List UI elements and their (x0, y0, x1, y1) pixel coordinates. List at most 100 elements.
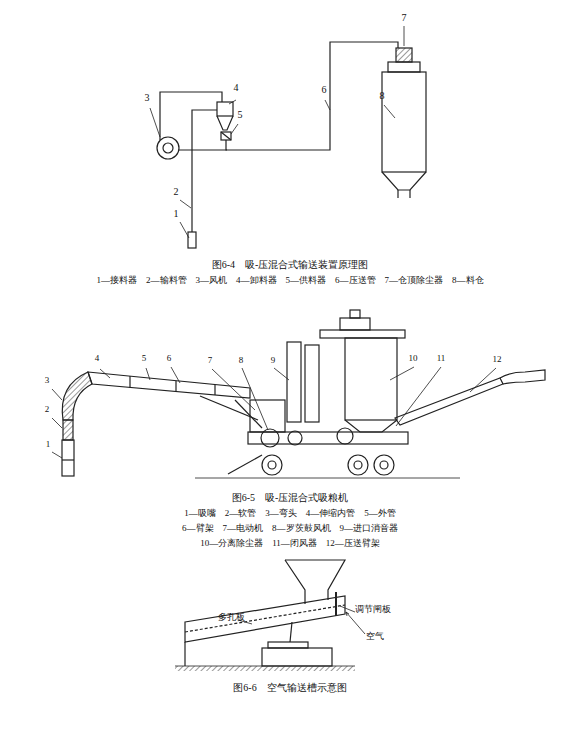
figure-6-5-part (63, 420, 73, 440)
leader-line-part (146, 368, 150, 380)
figure-6-5-part (62, 372, 92, 420)
figure-6-5-part (248, 432, 408, 444)
callout-number: 6 (322, 84, 327, 96)
figure-6-4-part (192, 110, 217, 232)
figure-6-5-part (129, 376, 130, 388)
leader-line-part (231, 124, 238, 134)
figure-6-5-part (354, 461, 362, 469)
leader-line-part (52, 418, 62, 428)
leader-line-part (171, 367, 180, 383)
figure-6-5-part (88, 372, 250, 398)
caption-text: 10—分离除尘器 11—闭风器 12—压送臂架 (200, 538, 380, 548)
leader-line (52, 367, 496, 458)
figure-6-4-part (221, 132, 231, 140)
figure-6-5-part (62, 440, 74, 476)
figure-6-5-part (345, 420, 397, 432)
figure-6-6-part (335, 592, 337, 616)
callout-number: 9 (271, 355, 276, 365)
leader-line-part (150, 108, 160, 137)
figure-6-4-part (382, 72, 426, 172)
figure-6-5-part (228, 455, 262, 474)
figure-6-4-part (160, 92, 222, 140)
caption-text: 6—臂架 7—电动机 8—罗茨鼓风机 9—进口消音器 (182, 523, 398, 533)
figure-6-5-part (350, 310, 360, 318)
callout-number: 8 (380, 90, 385, 102)
part-label: 多孔板 (218, 612, 245, 622)
callout-number: 5 (238, 109, 243, 121)
figure-6-6-part (184, 642, 185, 666)
figure-6-5-part (374, 455, 394, 475)
leader-line-part (52, 452, 62, 458)
caption-text: 图6-5 吸-压混合式吸粮机 (232, 492, 349, 504)
figure-6-5-part (380, 461, 388, 469)
figure-6-6-part (290, 622, 292, 642)
figure-6-5-part (340, 318, 370, 330)
caption-text: 1—接料器 2—输料管 3—风机 4—卸料器 5—供料器 6—压送管 7—仓顶除… (97, 275, 484, 285)
figure-6-6-part (185, 596, 345, 642)
figure-6-4-part (221, 132, 231, 140)
leader-line-part (390, 367, 414, 380)
callout-number: 8 (239, 355, 244, 365)
leader-line-part (470, 368, 496, 392)
figure-6-6-part (185, 605, 345, 632)
callout-number: 2 (174, 186, 179, 198)
callout-number: 1 (174, 208, 179, 220)
caption-text: 图6-4 吸-压混合式输送装置原理图 (212, 259, 369, 271)
figure-6-4-part (157, 137, 179, 159)
figure-6-5-part (288, 431, 302, 445)
figure-6-6-part (175, 666, 355, 671)
leader-line (150, 26, 404, 238)
leader-line-part (384, 105, 395, 118)
figure-6-5-part (250, 400, 285, 432)
leader-line-part (325, 100, 330, 110)
figure-6-4-part (388, 62, 420, 72)
figure-6-5-part (175, 381, 176, 392)
callout-number: 1 (46, 439, 51, 449)
caption-text: 图6-6 空气输送槽示意图 (233, 682, 346, 694)
figure-6-5-part (195, 478, 460, 479)
figure-6-6-part (268, 642, 308, 648)
figure-6-4-part (226, 42, 398, 150)
figure-6-5-part (262, 455, 282, 475)
leader-line-part (52, 389, 62, 400)
figure-6-4 (150, 26, 426, 248)
figure-6-5-part (287, 342, 301, 422)
figure-6-4-part (179, 149, 227, 150)
callout-number: 6 (167, 353, 172, 363)
leader-line-part (274, 368, 289, 380)
figure-6-5-part (200, 396, 258, 420)
callout-number: 3 (145, 92, 150, 104)
leader-line-part (100, 369, 110, 378)
leader-line-part (180, 222, 189, 238)
figure-6-6 (175, 560, 365, 671)
part-label: 调节闸板 (355, 604, 391, 614)
figure-6-5-part (345, 338, 397, 420)
figure-6-4-part (397, 190, 398, 198)
leader-line (238, 606, 365, 634)
figure-6-4-part (217, 102, 233, 116)
figure-6-6-part (262, 648, 332, 666)
figure-6-5 (52, 310, 545, 478)
leader-line-part (242, 368, 268, 430)
figure-6-4-part (217, 116, 233, 130)
figure-6-4-part (396, 48, 412, 62)
callout-number: 2 (45, 404, 50, 414)
leader-line-part (346, 612, 365, 634)
leader-line-part (212, 369, 255, 410)
part-label: 空气 (366, 631, 384, 641)
figure-6-5-part (395, 378, 503, 425)
figure-6-5-part (500, 370, 545, 384)
callout-number: 11 (437, 353, 446, 363)
callout-number: 7 (402, 12, 407, 24)
leader-line-part (396, 367, 441, 426)
callout-number: 3 (45, 375, 50, 385)
leader-line-part (229, 100, 236, 104)
callout-number: 4 (234, 82, 239, 94)
figure-6-4-part (188, 232, 196, 248)
figure-6-6-part (285, 560, 305, 604)
figure-6-5-part (62, 459, 74, 460)
figure-6-4-part (163, 143, 173, 153)
callout-number: 5 (142, 353, 147, 363)
